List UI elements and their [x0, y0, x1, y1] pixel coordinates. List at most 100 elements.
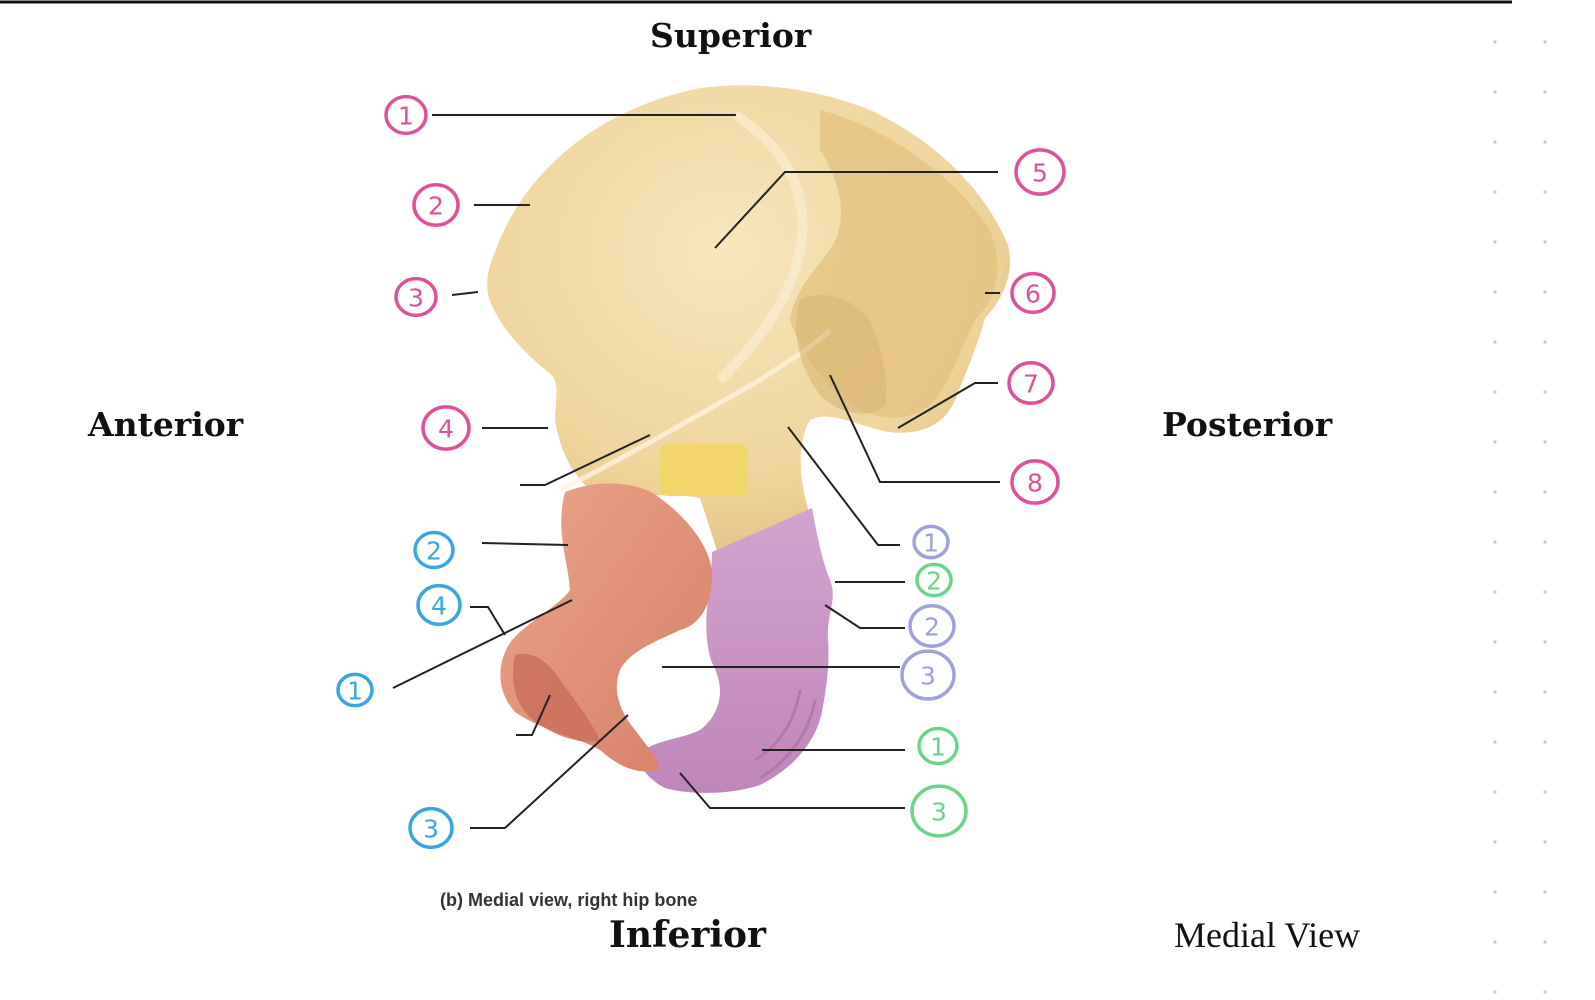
marker-pink-3: 3: [394, 276, 438, 318]
marker-blue-3: 3: [408, 806, 454, 850]
superior-label: Superior: [650, 16, 812, 55]
marker-pink-6: 6: [1010, 271, 1056, 315]
margin-dot: [1543, 790, 1547, 794]
marker-circle: [421, 405, 471, 451]
margin-dot: [1493, 290, 1497, 294]
margin-dot: [1493, 140, 1497, 144]
marker-lavender-3: 3: [900, 649, 956, 701]
obturator-foramen: [623, 645, 719, 739]
leader-lavender-2: [824, 604, 905, 629]
leader-pink-3: [451, 291, 479, 296]
margin-dot: [1493, 840, 1497, 844]
margin-dot: [1543, 640, 1547, 644]
marker-blue-2: 2: [413, 530, 455, 570]
marker-pink-8: 8: [1010, 459, 1060, 505]
marker-number: 2: [426, 537, 442, 566]
margin-dot: [1543, 890, 1547, 894]
margin-dot: [1543, 990, 1547, 994]
dotted-margin: [1493, 40, 1547, 994]
marker-blue-4: 4: [416, 583, 462, 627]
marker-circle: [915, 562, 953, 598]
margin-dot: [1493, 490, 1497, 494]
marker-green-3: 3: [910, 784, 968, 838]
marker-number: 1: [398, 102, 414, 131]
anterior-label: Anterior: [88, 405, 244, 444]
marker-number: 4: [438, 415, 454, 444]
marker-circle: [1007, 361, 1055, 405]
marker-green-2: 2: [915, 562, 953, 598]
margin-dot: [1493, 990, 1497, 994]
margin-dot: [1543, 540, 1547, 544]
iliac-fossa-ridge: [716, 110, 808, 384]
marker-number: 6: [1025, 280, 1041, 309]
marker-blue-1: 1: [336, 672, 374, 708]
marker-circle: [394, 276, 438, 318]
margin-dot: [1543, 840, 1547, 844]
marker-circle: [1014, 148, 1066, 196]
margin-dot: [1543, 290, 1547, 294]
marker-circle: [336, 672, 374, 708]
marker-number: 4: [431, 592, 447, 621]
margin-dot: [1493, 240, 1497, 244]
margin-dot: [1493, 540, 1497, 544]
marker-number: 1: [923, 529, 939, 558]
leader-green-3: [679, 772, 905, 809]
leader-blue-3: [470, 714, 629, 829]
marker-circle: [413, 530, 455, 570]
margin-dot: [1543, 340, 1547, 344]
figure-caption: (b) Medial view, right hip bone: [440, 890, 698, 910]
marker-circle: [408, 806, 454, 850]
margin-dot: [1493, 340, 1497, 344]
leader-blue-2: [481, 542, 569, 546]
margin-dot: [1543, 190, 1547, 194]
sacral-articulation-shadow: [796, 295, 887, 414]
leader-pink-5: [714, 171, 998, 249]
marker-number: 1: [347, 677, 363, 706]
margin-dot: [1543, 940, 1547, 944]
highlight-patch: [660, 444, 748, 496]
leader-pink-7: [897, 382, 998, 429]
marker-circle: [912, 524, 950, 560]
marker-pink-7: 7: [1007, 361, 1055, 405]
margin-dot: [1543, 40, 1547, 44]
marker-circle: [1010, 271, 1056, 315]
margin-dot: [1493, 940, 1497, 944]
pubic-symphysis-surface: [512, 653, 600, 742]
margin-dot: [1543, 90, 1547, 94]
marker-circle: [384, 94, 428, 136]
marker-circle: [910, 784, 968, 838]
marker-pink-5: 5: [1014, 148, 1066, 196]
margin-dot: [1543, 140, 1547, 144]
marker-circle: [908, 604, 956, 648]
marker-number: 3: [408, 284, 424, 313]
marker-circle: [1010, 459, 1060, 505]
margin-dot: [1543, 440, 1547, 444]
margin-dot: [1493, 790, 1497, 794]
marker-number: 3: [931, 798, 947, 827]
leader-blue-1: [392, 599, 573, 689]
inferior-label: Inferior: [609, 914, 767, 956]
marker-pink-1: 1: [384, 94, 428, 136]
marker-number: 1: [930, 733, 946, 762]
leader-unlabeled-arcuate: [520, 434, 651, 486]
marker-lavender-2: 2: [908, 604, 956, 648]
leader-pink-8: [829, 374, 1000, 483]
margin-dot: [1543, 690, 1547, 694]
margin-dot: [1493, 690, 1497, 694]
marker-circle: [416, 583, 462, 627]
margin-dot: [1493, 190, 1497, 194]
posterior-label: Posterior: [1162, 405, 1333, 444]
leader-lavender-1: [787, 426, 900, 546]
marker-number: 2: [428, 192, 444, 221]
margin-dot: [1493, 640, 1497, 644]
margin-dot: [1543, 590, 1547, 594]
ischium: [640, 508, 833, 793]
leader-blue-4: [470, 606, 506, 636]
marker-pink-2: 2: [412, 183, 460, 227]
marker-number: 8: [1027, 469, 1043, 498]
marker-number: 2: [926, 567, 942, 596]
margin-dot: [1493, 440, 1497, 444]
margin-dot: [1493, 390, 1497, 394]
